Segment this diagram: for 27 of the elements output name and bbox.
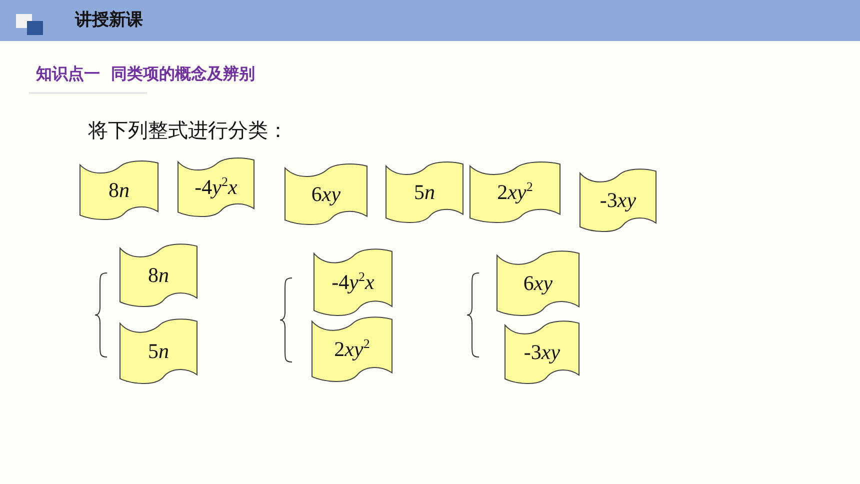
term-text: 5n [148,338,169,364]
scroll-card [386,161,463,223]
term-text: 2xy$^{2}$ [334,336,370,362]
term-text: -4y$^{2}$x [332,269,374,295]
scroll-card [178,157,254,217]
scroll-card [580,168,656,232]
term-text: 5n [414,180,435,204]
scroll-card [120,243,197,307]
term-text: -3xy [524,340,560,364]
term-text: 8n [108,178,130,202]
section-heading: 知识点一 同类项的概念及辨别 [36,64,256,85]
term-text: 6xy [311,182,341,206]
scroll-card [497,250,579,316]
slide-title: 讲授新课 [75,9,143,31]
scroll-card [80,160,158,220]
scroll-card [285,163,367,225]
term-text: 8n [148,262,169,288]
scroll-card [120,318,197,384]
scroll-card [470,161,560,223]
scroll-card [314,248,392,316]
term-text: 6xy [523,270,553,296]
scroll-card [505,320,579,384]
term-text: -4y$^{2}$x [194,174,238,200]
term-text: -3xy [600,188,636,212]
term-text: 2xy$^{2}$ [497,179,533,205]
instruction-text: 将下列整式进行分类： [88,117,288,144]
scroll-card [312,316,392,382]
